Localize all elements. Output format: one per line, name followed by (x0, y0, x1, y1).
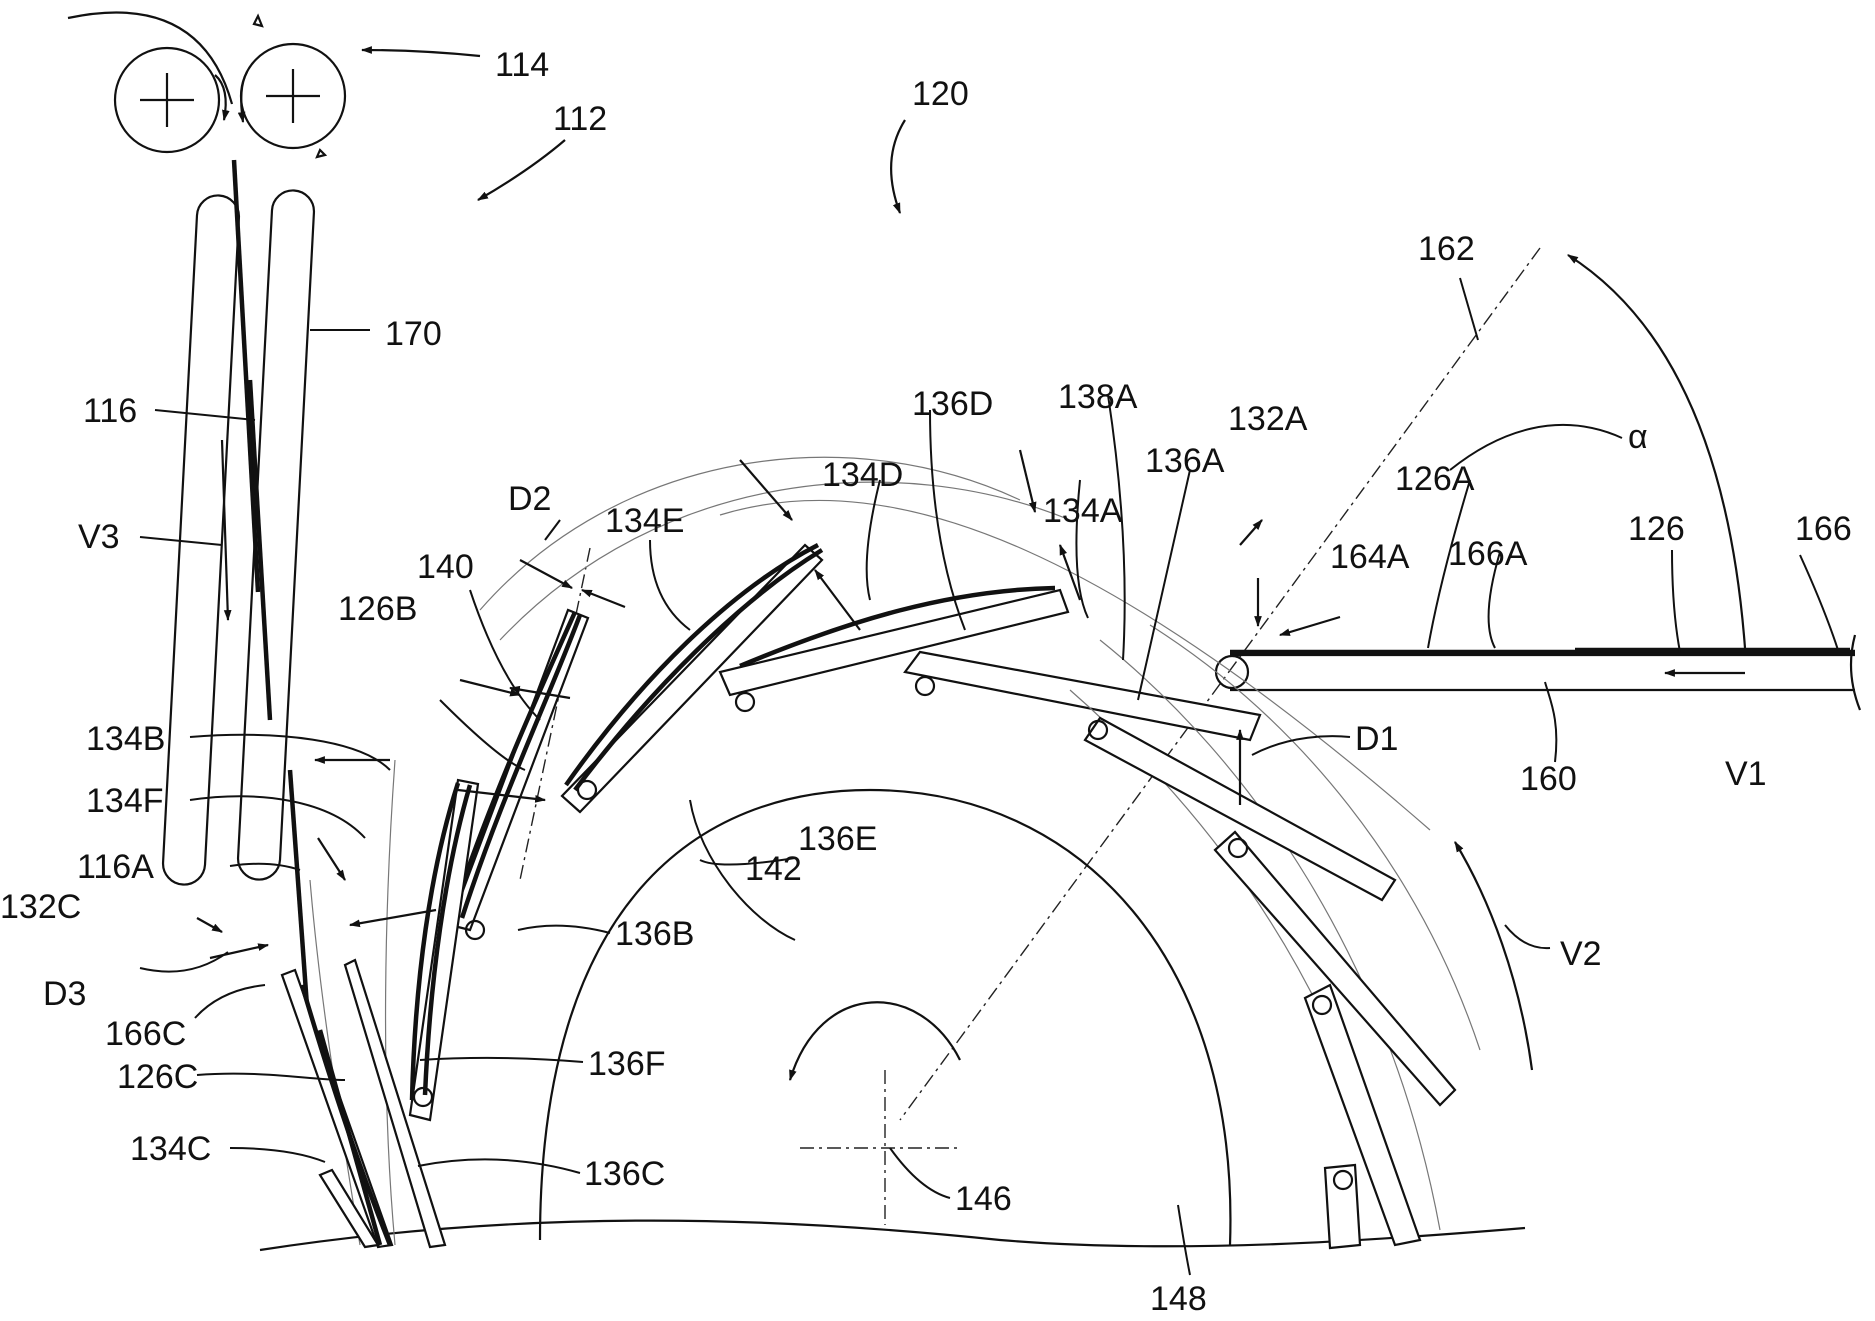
label-v2: V2 (1560, 935, 1602, 973)
label-alpha: α (1628, 418, 1648, 456)
paddle-arc-right (1070, 625, 1480, 1248)
label-136b: 136B (615, 915, 694, 953)
label-162: 162 (1418, 230, 1475, 268)
conveyor-160 (1216, 635, 1860, 710)
label-132c: 132C (0, 888, 81, 926)
paddle-arc-upper (410, 457, 1430, 1120)
label-d1: D1 (1355, 720, 1398, 758)
label-136c: 136C (584, 1155, 665, 1193)
label-126a: 126A (1395, 460, 1475, 498)
label-134c: 134C (130, 1130, 211, 1168)
label-142: 142 (745, 850, 802, 888)
label-v3: V3 (78, 518, 120, 556)
feed-belts (162, 160, 315, 1020)
label-134d: 134D (822, 456, 903, 494)
label-160: 160 (1520, 760, 1577, 798)
label-164a: 164A (1330, 538, 1410, 576)
label-116a: 116A (77, 848, 154, 886)
label-132a: 132A (1228, 400, 1308, 438)
label-136e: 136E (798, 820, 877, 858)
label-136d: 136D (912, 385, 993, 423)
label-134b: 134B (86, 720, 165, 758)
label-138a: 138A (1058, 378, 1138, 416)
rotation-arrow (790, 1002, 960, 1080)
label-120: 120 (912, 75, 969, 113)
label-d3: D3 (43, 975, 86, 1013)
label-166c: 166C (105, 1015, 186, 1053)
labels: 114 112 120 170 116 V3 162 α 136D 138A 1… (0, 46, 1852, 1318)
paddle-arc-lower-left (282, 760, 445, 1247)
label-134f: 134F (86, 782, 164, 820)
label-126c: 126C (117, 1058, 198, 1096)
label-126b: 126B (338, 590, 417, 628)
label-114: 114 (495, 46, 549, 84)
label-166a: 166A (1448, 535, 1528, 573)
label-170: 170 (385, 315, 442, 353)
label-112: 112 (553, 100, 607, 138)
label-116: 116 (83, 392, 137, 430)
label-146: 146 (955, 1180, 1012, 1218)
label-134e: 134E (605, 502, 684, 540)
label-v1: V1 (1725, 755, 1767, 793)
label-126: 126 (1628, 510, 1685, 548)
label-136f: 136F (588, 1045, 666, 1083)
label-d2: D2 (508, 480, 551, 518)
label-134a: 134A (1043, 492, 1123, 530)
label-148: 148 (1150, 1280, 1207, 1318)
roller-pair (68, 12, 345, 157)
label-140: 140 (417, 548, 474, 586)
label-166: 166 (1795, 510, 1852, 548)
label-136a: 136A (1145, 442, 1225, 480)
